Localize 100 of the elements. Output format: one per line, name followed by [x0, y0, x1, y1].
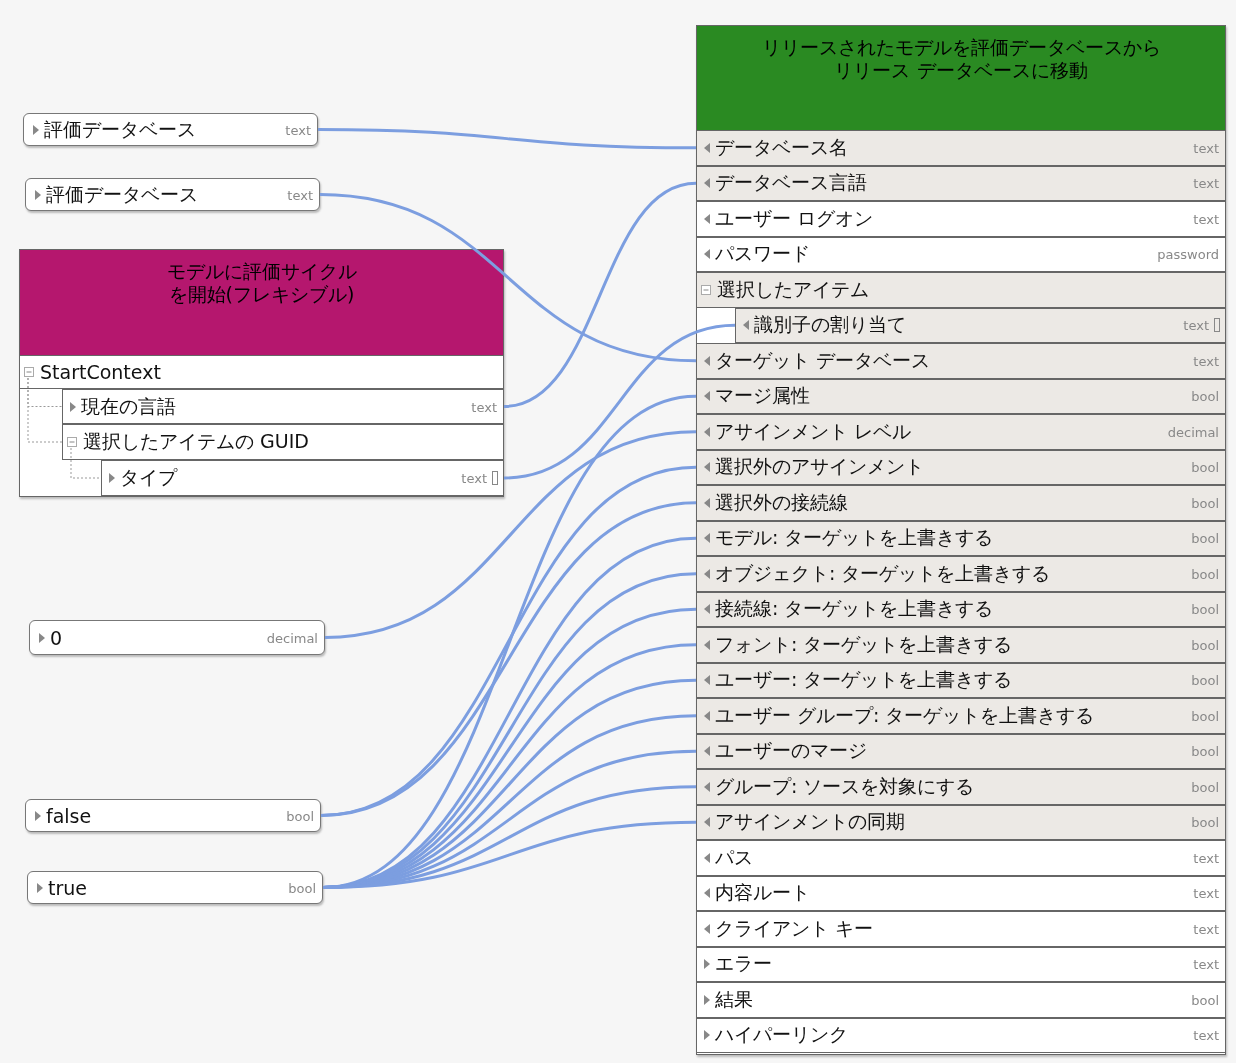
port-label: StartContext [40, 361, 161, 383]
type-label: text [1193, 140, 1219, 156]
connector-line [322, 820, 697, 889]
port-label: ハイパーリンク [715, 1022, 848, 1048]
parameter-row [696, 272, 1225, 308]
port-label: 0 [50, 626, 63, 649]
type-label: bool [1191, 779, 1219, 795]
parameter-row [696, 449, 1225, 485]
port-label: クライアント キー [715, 915, 874, 941]
type-label: password [1157, 246, 1219, 262]
parameter-row [101, 460, 503, 496]
type-label: bool [1191, 388, 1219, 404]
parameter-row [696, 1017, 1225, 1053]
port-label: データベース名 [715, 134, 848, 160]
type-label: bool [1191, 601, 1219, 617]
type-label: text [471, 399, 497, 414]
block-title: リリースされたモデルを評価データベースからリリース データベースに移動 [760, 36, 1162, 82]
connector-line [319, 193, 697, 363]
type-label: bool [1191, 459, 1219, 475]
type-label: text [1193, 885, 1219, 901]
parameter-row [696, 698, 1225, 734]
type-label: text [461, 470, 487, 486]
port-label: 評価データベース [44, 116, 196, 142]
connector-line [324, 430, 697, 639]
input-port-box [27, 871, 323, 904]
port-label: 識別子の割り当て [754, 312, 906, 338]
port-label: 選択したアイテム [717, 276, 869, 302]
block-title: モデルに評価サイクルを開始(フレキシブル) [165, 260, 358, 306]
type-label: bool [1191, 992, 1219, 1008]
parameter-row [62, 389, 503, 424]
type-label: text [287, 187, 313, 202]
port-label: パスワード [715, 241, 810, 267]
port-label: グループ: ソースを対象にする [715, 773, 975, 799]
parameter-row [696, 520, 1225, 556]
type-label: decimal [1167, 424, 1219, 440]
parameter-row [696, 485, 1225, 521]
type-label: text [1193, 956, 1219, 972]
type-label: bool [1191, 672, 1219, 688]
port-label: ユーザー ログオン [715, 205, 874, 231]
parameter-row [696, 165, 1225, 201]
type-label: bool [1191, 530, 1219, 546]
connector-line [503, 323, 736, 480]
port-label: データベース言語 [715, 170, 867, 196]
port-label: タイプ [120, 465, 177, 490]
parameter-row [696, 627, 1225, 663]
port-label: エラー [715, 951, 772, 977]
port-label: パス [715, 844, 753, 870]
port-label: アサインメント レベル [715, 418, 912, 444]
port-label: アサインメントの同期 [715, 809, 905, 835]
type-label: bool [1191, 566, 1219, 582]
input-port-box [25, 178, 320, 211]
port-label: 選択したアイテムの GUID [83, 429, 309, 454]
port-label: モデル: ターゲットを上書きする [715, 525, 994, 551]
port-label: オブジェクト: ターゲットを上書きする [715, 560, 1051, 586]
parameter-row [696, 201, 1225, 237]
type-label: text [1183, 317, 1209, 333]
parameter-row [696, 804, 1225, 840]
connector-line [503, 181, 697, 408]
parameter-row [696, 130, 1225, 166]
input-port-box [23, 113, 318, 146]
process-block [19, 249, 504, 497]
process-block [696, 25, 1226, 1055]
parameter-row [696, 662, 1225, 698]
input-port-box [25, 799, 321, 832]
port-label: ユーザー グループ: ターゲットを上書きする [715, 702, 1095, 728]
port-label: true [48, 876, 87, 899]
port-label: 選択外の接続線 [715, 489, 848, 515]
port-label: 接続線: ターゲットを上書きする [715, 596, 994, 622]
type-label: bool [1191, 743, 1219, 759]
parameter-row [696, 911, 1225, 947]
type-label: text [285, 122, 311, 137]
parameter-row [735, 307, 1225, 343]
parameter-row [696, 982, 1225, 1018]
type-label: text [1193, 921, 1219, 937]
type-label: bool [288, 880, 316, 895]
parameter-row [696, 840, 1225, 876]
type-label: text [1193, 353, 1219, 369]
port-label: ユーザーのマージ [715, 738, 867, 764]
parameter-row [696, 236, 1225, 272]
tree-line [27, 377, 63, 443]
type-label: bool [1191, 637, 1219, 653]
port-label: false [46, 804, 92, 827]
parameter-row [696, 343, 1225, 379]
port-label: フォント: ターゲットを上書きする [715, 631, 1013, 657]
input-port-box [29, 620, 325, 655]
type-label: text [1193, 850, 1219, 866]
parameter-row [696, 769, 1225, 805]
parameter-row [696, 556, 1225, 592]
parameter-row [696, 733, 1225, 769]
port-label: ターゲット データベース [715, 347, 931, 373]
type-label: bool [1191, 708, 1219, 724]
parameter-row [696, 414, 1225, 450]
parameter-row [696, 591, 1225, 627]
port-label: マージ属性 [715, 383, 810, 409]
type-label: bool [1191, 495, 1219, 511]
type-label: text [1193, 175, 1219, 191]
port-label: 選択外のアサインメント [715, 454, 924, 480]
type-label: decimal [266, 630, 318, 645]
parameter-row [696, 946, 1225, 982]
type-label: text [1193, 211, 1219, 227]
